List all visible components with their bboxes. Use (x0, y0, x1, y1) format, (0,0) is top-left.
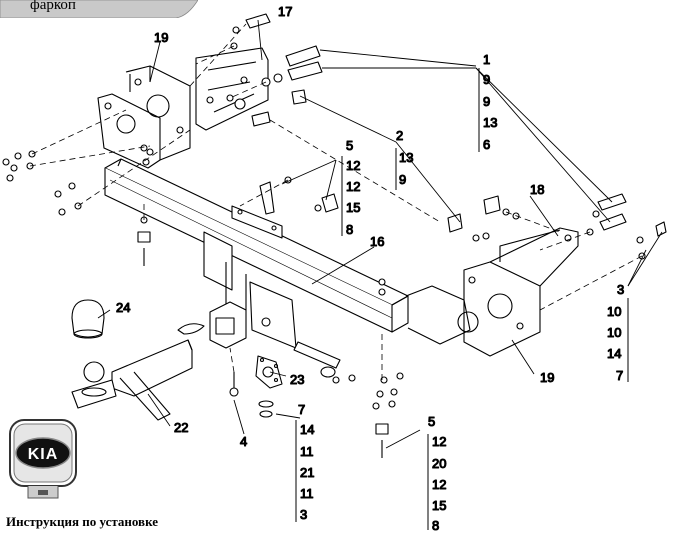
stack-item: 7 (616, 368, 623, 383)
callout-23: 23 (290, 372, 304, 387)
stack-item: 15 (432, 498, 446, 513)
callout-19-left: 19 (154, 30, 168, 45)
right-mounting-bracket (405, 227, 579, 357)
stack-item: 11 (300, 486, 314, 501)
stack-item: 14 (300, 422, 314, 437)
retaining-clip (177, 323, 205, 335)
stack-item: 12 (346, 179, 360, 194)
callout-labels: 1 2 3 4 5 5 7 16 17 18 19 19 22 23 24 (115, 3, 624, 449)
callout-5-top: 5 (346, 138, 353, 153)
stack-s5b: 12 20 12 15 8 (431, 433, 447, 533)
ball-mount (71, 339, 193, 421)
receiver-box (203, 231, 297, 349)
stack-s3: 10 10 14 7 (606, 303, 623, 383)
stack-item: 8 (432, 518, 439, 533)
stack-item: 10 (607, 304, 621, 319)
stack-s5a: 12 12 15 8 (345, 157, 361, 237)
stack-item: 9 (399, 172, 406, 187)
header-tab (0, 0, 198, 18)
callout-18: 18 (530, 182, 544, 197)
callout-3: 3 (617, 282, 624, 297)
stack-s1: 9 9 13 6 (482, 71, 498, 152)
stack-s7: 14 11 21 11 3 (299, 421, 315, 522)
stack-s2: 13 9 (398, 149, 414, 187)
stack-item: 8 (346, 222, 353, 237)
callout-16: 16 (370, 234, 384, 249)
callout-17: 17 (278, 4, 292, 19)
stack-item: 13 (399, 150, 413, 165)
ball-cover (71, 299, 105, 339)
callout-7: 7 (298, 402, 305, 417)
installation-caption: Инструкция по установке (6, 514, 159, 529)
crossbar-tube (104, 158, 409, 333)
stack-item: 10 (607, 325, 621, 340)
stack-item: 20 (432, 456, 446, 471)
stack-item: 6 (483, 137, 490, 152)
side-plate (195, 47, 269, 131)
stack-item: 3 (300, 507, 307, 522)
stack-item: 12 (346, 158, 360, 173)
callout-4: 4 (240, 434, 247, 449)
hitch-pin (293, 341, 341, 378)
stack-item: 14 (607, 346, 621, 361)
header-tab-label: фаркоп (30, 0, 76, 13)
stack-item: 9 (483, 94, 490, 109)
stack-item: 12 (432, 477, 446, 492)
center-plate (231, 205, 283, 239)
stack-item: 15 (346, 200, 360, 215)
callout-19-right: 19 (540, 370, 554, 385)
stack-item: 9 (483, 72, 490, 87)
callout-2: 2 (396, 128, 403, 143)
stack-item: 11 (300, 444, 314, 459)
stack-item: 13 (483, 115, 497, 130)
callout-24: 24 (116, 300, 130, 315)
callout-5-bottom: 5 (428, 414, 435, 429)
callout-1: 1 (483, 52, 490, 67)
kia-logo-text: KIA (27, 446, 59, 463)
leader-lines (97, 19, 663, 449)
assembly-guide-lines (29, 23, 643, 380)
stack-bars (295, 68, 629, 530)
kia-logo-icon (9, 419, 77, 499)
callout-22: 22 (174, 420, 188, 435)
socket-plate (255, 355, 283, 389)
stack-item: 21 (300, 465, 314, 480)
stack-item: 12 (432, 434, 446, 449)
